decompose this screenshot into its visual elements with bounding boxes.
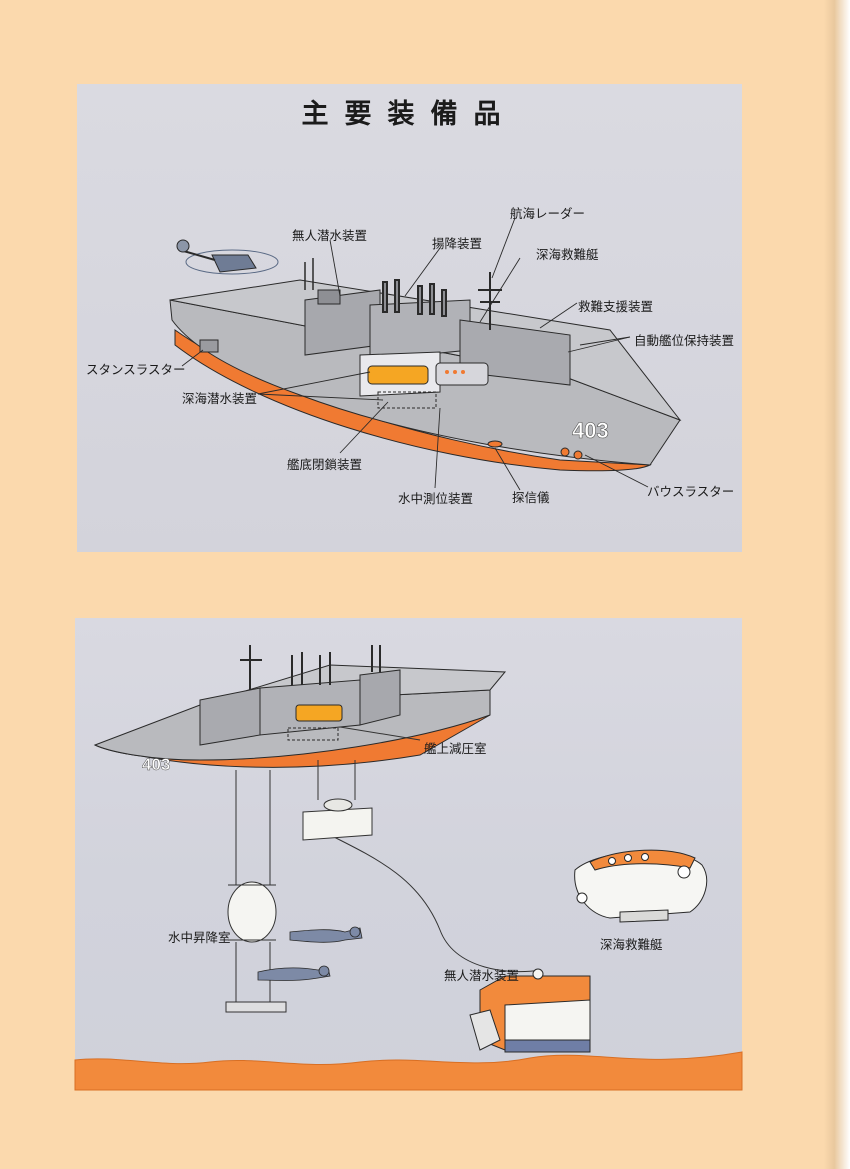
label-rov: 無人潜水装置 [292,228,368,243]
top-leader-lines [181,217,649,491]
label-davit: 揚降装置 [432,236,483,251]
rov-cage-icon [302,798,373,841]
diver-icon [257,926,363,981]
label-stern-thruster: スタンスラスター [86,362,186,377]
hull-number: 403 [572,418,609,443]
dsrv-icon [574,849,708,923]
label-rescue-support: 救難支援装置 [578,299,654,314]
helicopter-icon [176,239,279,275]
seabed [74,1051,743,1091]
hull-number-bottom: 403 [142,755,170,774]
label-diving-system: 深海潜水装置 [182,391,258,406]
label-rov-bottom: 無人潜水装置 [444,968,520,983]
label-deck-chamber: 艦上減圧室 [424,741,487,756]
rov-icon [469,968,591,1053]
label-hull-closure: 艦底閉鎖装置 [287,457,363,472]
label-dsrv: 深海救難艇 [536,247,599,262]
label-nav-radar: 航海レーダー [510,206,586,221]
pressure-capsule-icon [225,881,287,1013]
label-dps: 自動艦位保持装置 [634,333,735,348]
page-title: 主要装備品 [301,99,517,130]
cables [235,726,541,973]
label-underwater-positioning: 水中測位装置 [398,491,474,506]
bottom-ship [93,645,507,768]
page-edge [824,0,850,1169]
label-echo-sounder: 探信儀 [512,490,550,505]
label-bow-thruster: バウスラスター [647,484,735,499]
label-pressure-capsule: 水中昇降室 [168,930,231,945]
label-dsrv-bottom: 深海救難艇 [600,937,663,952]
top-ship [169,258,682,472]
